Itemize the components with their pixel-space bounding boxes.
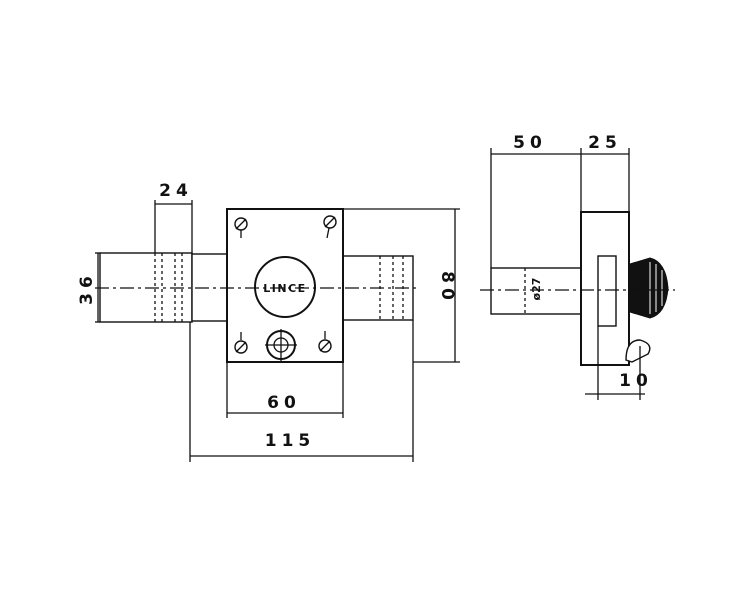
key-knob-icon (265, 329, 297, 361)
screw-bottom-right-icon (318, 331, 332, 353)
front-view: LINCE 24 36 80 (77, 181, 460, 462)
dimension-body-width: 60 (226, 362, 344, 418)
svg-text:25: 25 (588, 133, 622, 153)
svg-text:24: 24 (159, 181, 193, 201)
side-slot (597, 255, 617, 327)
lock-body (226, 208, 344, 363)
screw-bottom-left-icon (234, 332, 248, 354)
side-view: ø27 50 25 10 (480, 133, 675, 400)
side-knob-icon (629, 257, 669, 319)
svg-text:50: 50 (513, 133, 547, 153)
side-body (580, 211, 630, 366)
svg-text:36: 36 (77, 271, 97, 305)
svg-text:60: 60 (267, 393, 301, 413)
svg-text:10: 10 (619, 371, 653, 391)
dimension-knob: 10 (585, 326, 653, 400)
dimension-bolt-length: 24 (154, 181, 193, 254)
side-bolt (490, 267, 582, 315)
screw-top-left-icon (234, 217, 248, 238)
screw-top-right-icon (323, 215, 337, 239)
side-key-head-icon (625, 339, 651, 363)
brand-label: LINCE (263, 282, 306, 295)
dimension-bolt-height: 36 (77, 252, 100, 323)
dimension-body-height: 80 (343, 208, 460, 363)
diameter-label: ø27 (530, 278, 543, 301)
svg-text:80: 80 (437, 271, 457, 305)
dimension-body-depth: 25 (581, 133, 630, 212)
dimension-projection: 50 (490, 133, 582, 268)
svg-text:115: 115 (265, 431, 316, 451)
dimension-overall-width: 115 (189, 320, 414, 462)
lock-cylinder: LINCE (254, 256, 316, 318)
